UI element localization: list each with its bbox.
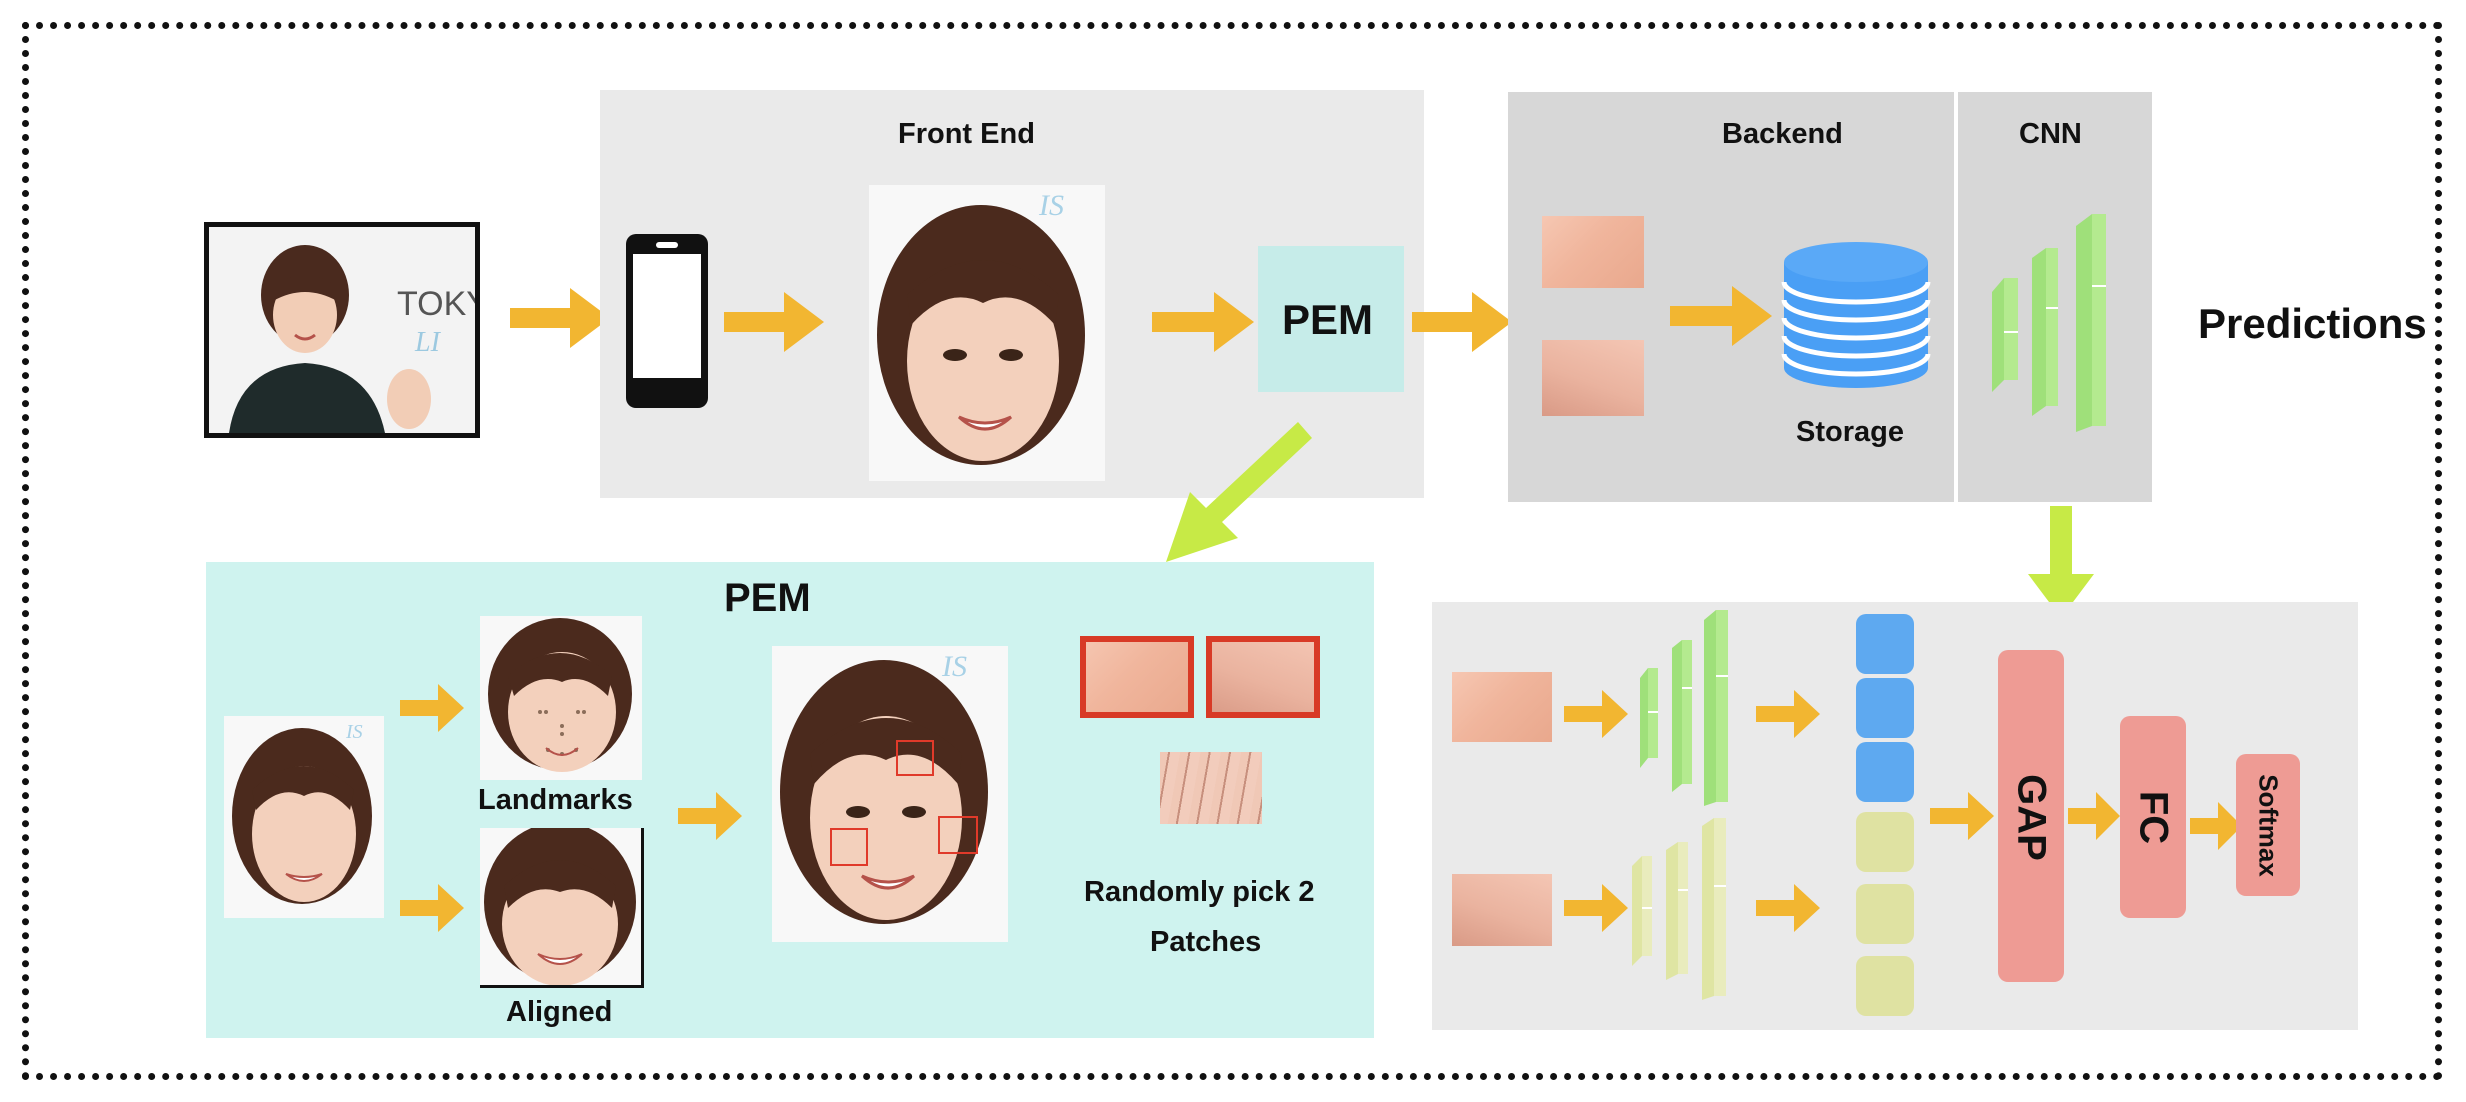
feature-cell-olive-1 <box>1856 812 1914 872</box>
arrow-patches-to-storage <box>1670 286 1772 346</box>
backend-patch-2 <box>1542 340 1644 416</box>
svg-text:IS: IS <box>1038 189 1064 222</box>
softmax-label: Softmax <box>2253 774 2284 877</box>
arrow-patch2-to-cnn <box>1564 884 1628 932</box>
arrow-phone-to-face <box>724 292 824 352</box>
input-photo: TOKY LI <box>204 222 480 438</box>
landmarks-face-image <box>480 616 642 780</box>
feature-cell-blue-2 <box>1856 678 1914 738</box>
feature-cell-blue-1 <box>1856 614 1914 674</box>
patched-face-image: IS <box>772 646 1008 942</box>
svg-text:LI: LI <box>414 327 442 358</box>
aligned-face-image <box>480 828 644 988</box>
predictions-label: Predictions <box>2198 300 2427 347</box>
gap-block <box>1998 650 2064 982</box>
arrow-to-aligned <box>400 884 464 932</box>
patch-marker-forehead <box>896 740 934 776</box>
feature-cell-olive-2 <box>1856 884 1914 944</box>
arrow-gap-to-fc <box>2068 792 2120 840</box>
fc-block <box>2120 716 2186 918</box>
cropped-face-image: IS <box>869 185 1105 481</box>
fc-label: FC <box>2131 790 2176 845</box>
arrow-face-to-pem <box>1152 292 1254 352</box>
arrow-features-to-gap <box>1930 792 1994 840</box>
arrow-cnn-to-classifier <box>2028 506 2094 618</box>
selected-patch-1 <box>1082 638 1192 716</box>
patch-marker-right-cheek <box>938 816 978 854</box>
arrow-cnn2-to-features <box>1756 884 1820 932</box>
gap-label: GAP <box>2009 774 2054 861</box>
arrow-pem-to-pem-panel <box>1166 422 1312 562</box>
pem-module-label: PEM <box>1282 296 1374 343</box>
classifier-patch-1 <box>1452 672 1552 742</box>
unselected-patch <box>1160 752 1262 824</box>
svg-text:TOKY: TOKY <box>397 285 475 323</box>
svg-text:IS: IS <box>345 721 363 743</box>
pem-module-box <box>1258 246 1404 392</box>
pem-input-face: IS <box>224 716 384 918</box>
random-pick-label-line2: Patches <box>1150 926 1262 958</box>
storage-label: Storage <box>1796 416 1904 448</box>
selected-patch-2 <box>1208 638 1318 716</box>
selected-patch-2-border <box>1206 636 1320 718</box>
cnn-title: CNN <box>2019 118 2082 150</box>
aligned-label: Aligned <box>506 996 613 1028</box>
random-pick-label-line1: Randomly pick 2 <box>1084 876 1315 908</box>
cnn-layers-icon <box>1992 214 2106 432</box>
phone-icon <box>626 234 708 408</box>
backend-title: Backend <box>1722 118 1843 150</box>
arrow-patch1-to-cnn <box>1564 690 1628 738</box>
svg-text:IS: IS <box>941 650 967 683</box>
classifier-patch-2 <box>1452 874 1552 946</box>
storage-database-icon <box>1781 242 1931 388</box>
arrow-to-landmarks <box>400 684 464 732</box>
arrow-to-patched-face <box>678 792 742 840</box>
feature-cell-olive-3 <box>1856 956 1914 1016</box>
cnn-branch-1-icon <box>1640 610 1728 806</box>
landmarks-label: Landmarks <box>478 784 633 816</box>
front-end-title: Front End <box>898 118 1035 150</box>
arrow-cnn1-to-features <box>1756 690 1820 738</box>
outer-frame <box>22 22 2442 1080</box>
arrow-fc-to-softmax <box>2190 802 2242 850</box>
cnn-branch-2-icon <box>1632 818 1726 1000</box>
arrow-photo-to-phone <box>510 288 610 348</box>
backend-patch-1 <box>1542 216 1644 288</box>
feature-cell-blue-3 <box>1856 742 1914 802</box>
patch-marker-left-cheek <box>830 828 868 866</box>
softmax-block <box>2236 754 2300 896</box>
selected-patch-1-border <box>1080 636 1194 718</box>
arrow-pem-to-backend <box>1412 292 1512 352</box>
pem-panel-title: PEM <box>724 576 811 620</box>
